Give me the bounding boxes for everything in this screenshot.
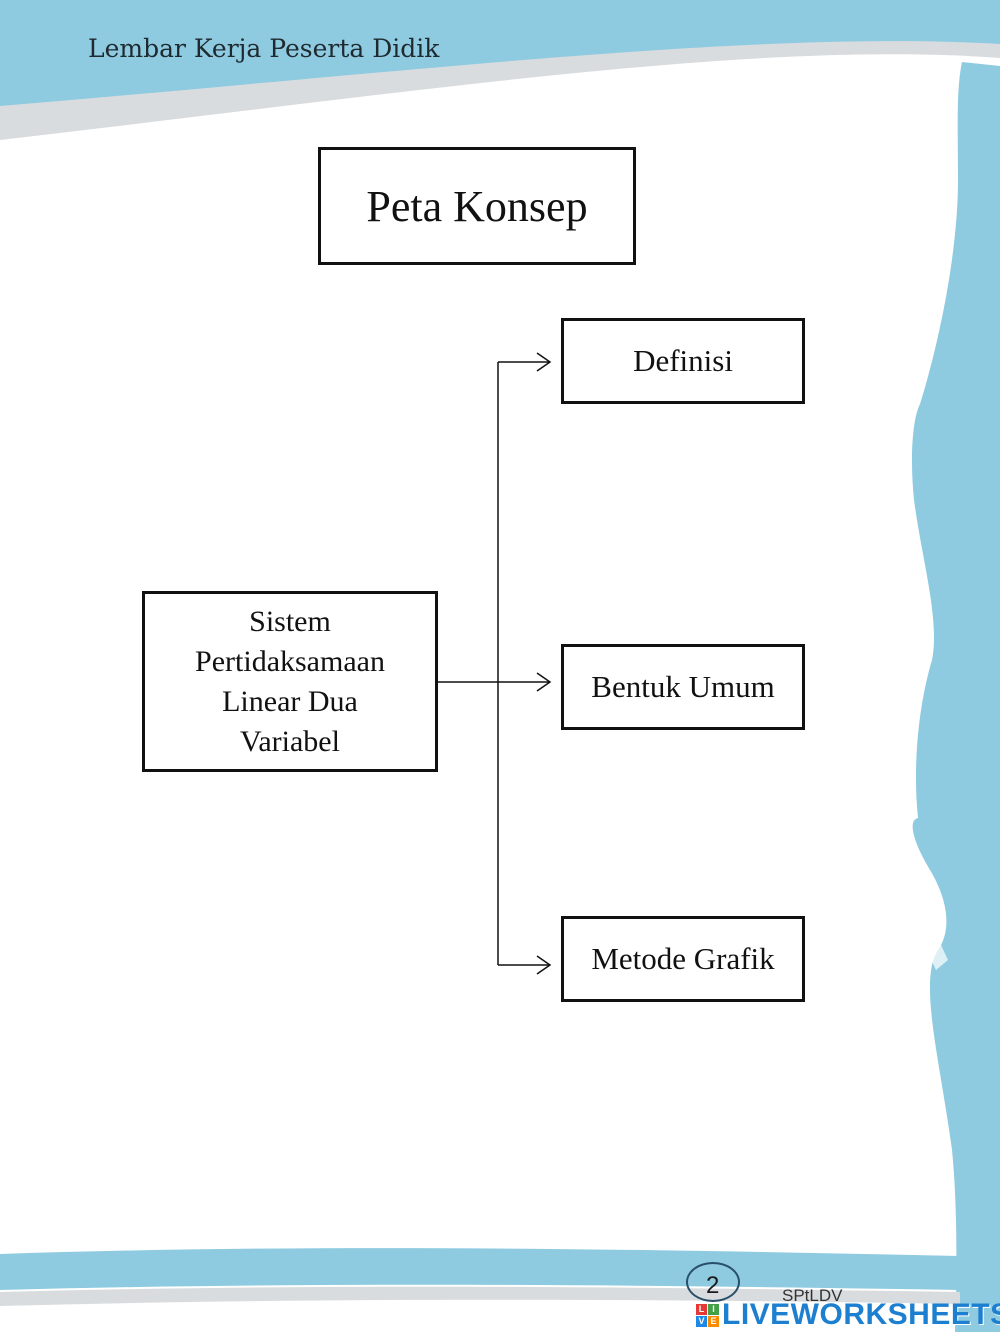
root-concept-line: Variabel <box>240 724 340 758</box>
concept-map-title: Peta Konsep <box>318 147 636 265</box>
page-number-badge <box>686 1262 740 1302</box>
liveworksheets-icon: L I V E <box>696 1303 719 1327</box>
root-concept-line: Pertidaksamaan <box>195 644 385 678</box>
liveworksheets-wordmark: LIVEWORKSHEETS <box>722 1298 1000 1331</box>
root-concept-box: Sistem Pertidaksamaan Linear Dua Variabe… <box>142 591 438 772</box>
arrowhead-2 <box>536 672 552 692</box>
right-side-notch <box>919 870 948 970</box>
liveworksheets-logo[interactable]: L I V E LIVEWORKSHEETS <box>696 1298 1000 1332</box>
page-number: 2 <box>706 1272 720 1299</box>
logo-letter: V <box>696 1315 707 1327</box>
logo-letter: L <box>696 1303 707 1315</box>
right-side-strip <box>912 62 1000 1332</box>
arrowhead-3 <box>536 955 552 975</box>
footer-code: SPtLDV <box>782 1286 843 1305</box>
branch-node-bentuk-umum: Bentuk Umum <box>561 644 805 730</box>
header-title: Lembar Kerja Peserta Didik <box>88 34 440 63</box>
logo-letter: E <box>708 1315 719 1327</box>
branch-node-definisi: Definisi <box>561 318 805 404</box>
root-concept-line: Linear Dua <box>222 684 358 718</box>
root-concept-line: Sistem <box>249 604 331 638</box>
header-blue-banner <box>0 0 1000 106</box>
logo-letter: I <box>708 1303 719 1315</box>
branch-node-metode-grafik: Metode Grafik <box>561 916 805 1002</box>
arrowhead-1 <box>536 352 552 372</box>
